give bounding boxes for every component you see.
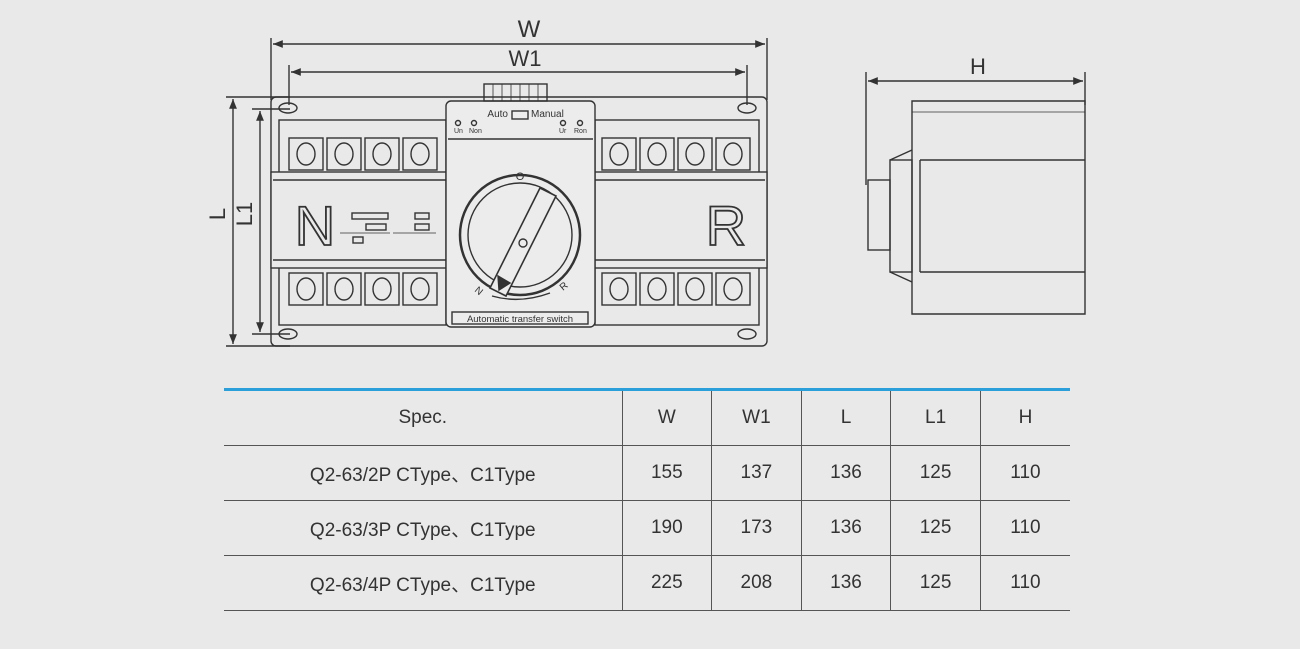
terminal-row (601, 137, 751, 171)
h-cell: 110 (979, 500, 1070, 556)
mount-hole-icon (737, 102, 757, 114)
dim-w1-label: W1 (509, 46, 542, 71)
dim-h-label: H (970, 54, 986, 79)
mount-hole-icon (278, 102, 298, 114)
header-w: W (621, 389, 712, 446)
led-ur-label: Ur (559, 128, 567, 135)
table-header-row: Spec. W W1 L L1 H (224, 389, 1070, 446)
l1-cell: 125 (890, 555, 981, 611)
terminal-row (288, 137, 438, 171)
dim-l-label: L (205, 208, 230, 220)
l-cell: 136 (800, 500, 891, 556)
knob-inner (467, 182, 573, 288)
led-un-label: Un (454, 128, 463, 135)
dim-w-label: W (518, 16, 541, 43)
nameplate-label: Automatic transfer switch (467, 314, 573, 325)
table-row: Q2-63/2P CType、C1Type 155 137 136 125 11… (224, 445, 1070, 501)
header-spec: Spec. (224, 389, 622, 446)
side-knob (867, 179, 891, 251)
w1-cell: 208 (711, 555, 802, 611)
left-letter: N (295, 194, 335, 257)
l1-cell: 125 (890, 445, 981, 501)
side-body (911, 100, 1086, 315)
w-cell: 190 (621, 500, 712, 556)
mode-manual-label: Manual (531, 109, 564, 120)
dim-l1-label: L1 (232, 202, 257, 226)
l-cell: 136 (800, 445, 891, 501)
led-icon (559, 119, 567, 127)
terminal-row (288, 272, 438, 306)
front-view (270, 83, 768, 347)
table-row: Q2-63/4P CType、C1Type 225 208 136 125 11… (224, 555, 1070, 611)
spec-table: Spec. W W1 L L1 H Q2-63/2P CType、C1Type … (224, 388, 1070, 611)
spec-cell: Q2-63/4P CType、C1Type (224, 555, 622, 611)
spec-cell: Q2-63/2P CType、C1Type (224, 445, 622, 501)
w1-cell: 137 (711, 445, 802, 501)
terminal-row (601, 272, 751, 306)
mount-hole-icon (278, 328, 298, 340)
side-view (867, 100, 1086, 315)
dim-h (865, 72, 1086, 185)
led-icon (470, 119, 478, 127)
mode-switch (511, 110, 529, 120)
left-band (270, 171, 447, 269)
header-w1: W1 (711, 389, 802, 446)
knob-handle (488, 186, 558, 298)
header-l1: L1 (890, 389, 981, 446)
led-non-label: Non (469, 128, 482, 135)
h-cell: 110 (979, 445, 1070, 501)
table-row: Q2-63/3P CType、C1Type 190 173 136 125 11… (224, 500, 1070, 556)
mode-auto-label: Auto (487, 109, 508, 120)
spec-table-container: Spec. W W1 L L1 H Q2-63/2P CType、C1Type … (224, 388, 1070, 611)
spec-cell: Q2-63/3P CType、C1Type (224, 500, 622, 556)
knob-off-mark: O (516, 171, 525, 183)
header-l: L (800, 389, 891, 446)
knob-icon (458, 173, 582, 297)
mount-hole-icon (737, 328, 757, 340)
dim-w1 (288, 65, 748, 105)
w1-cell: 173 (711, 500, 802, 556)
right-letter: R (706, 194, 746, 257)
h-cell: 110 (979, 555, 1070, 611)
dimension-drawing: W W1 H L L1 N R Auto Manual Un Non Ur Ro… (205, 16, 1086, 347)
l1-cell: 125 (890, 500, 981, 556)
led-icon (454, 119, 462, 127)
led-ron-label: Ron (574, 128, 587, 135)
dim-w (270, 38, 768, 100)
w-cell: 225 (621, 555, 712, 611)
led-icon (576, 119, 584, 127)
connector-block (483, 83, 548, 102)
l-cell: 136 (800, 555, 891, 611)
header-h: H (979, 389, 1070, 446)
w-cell: 155 (621, 445, 712, 501)
